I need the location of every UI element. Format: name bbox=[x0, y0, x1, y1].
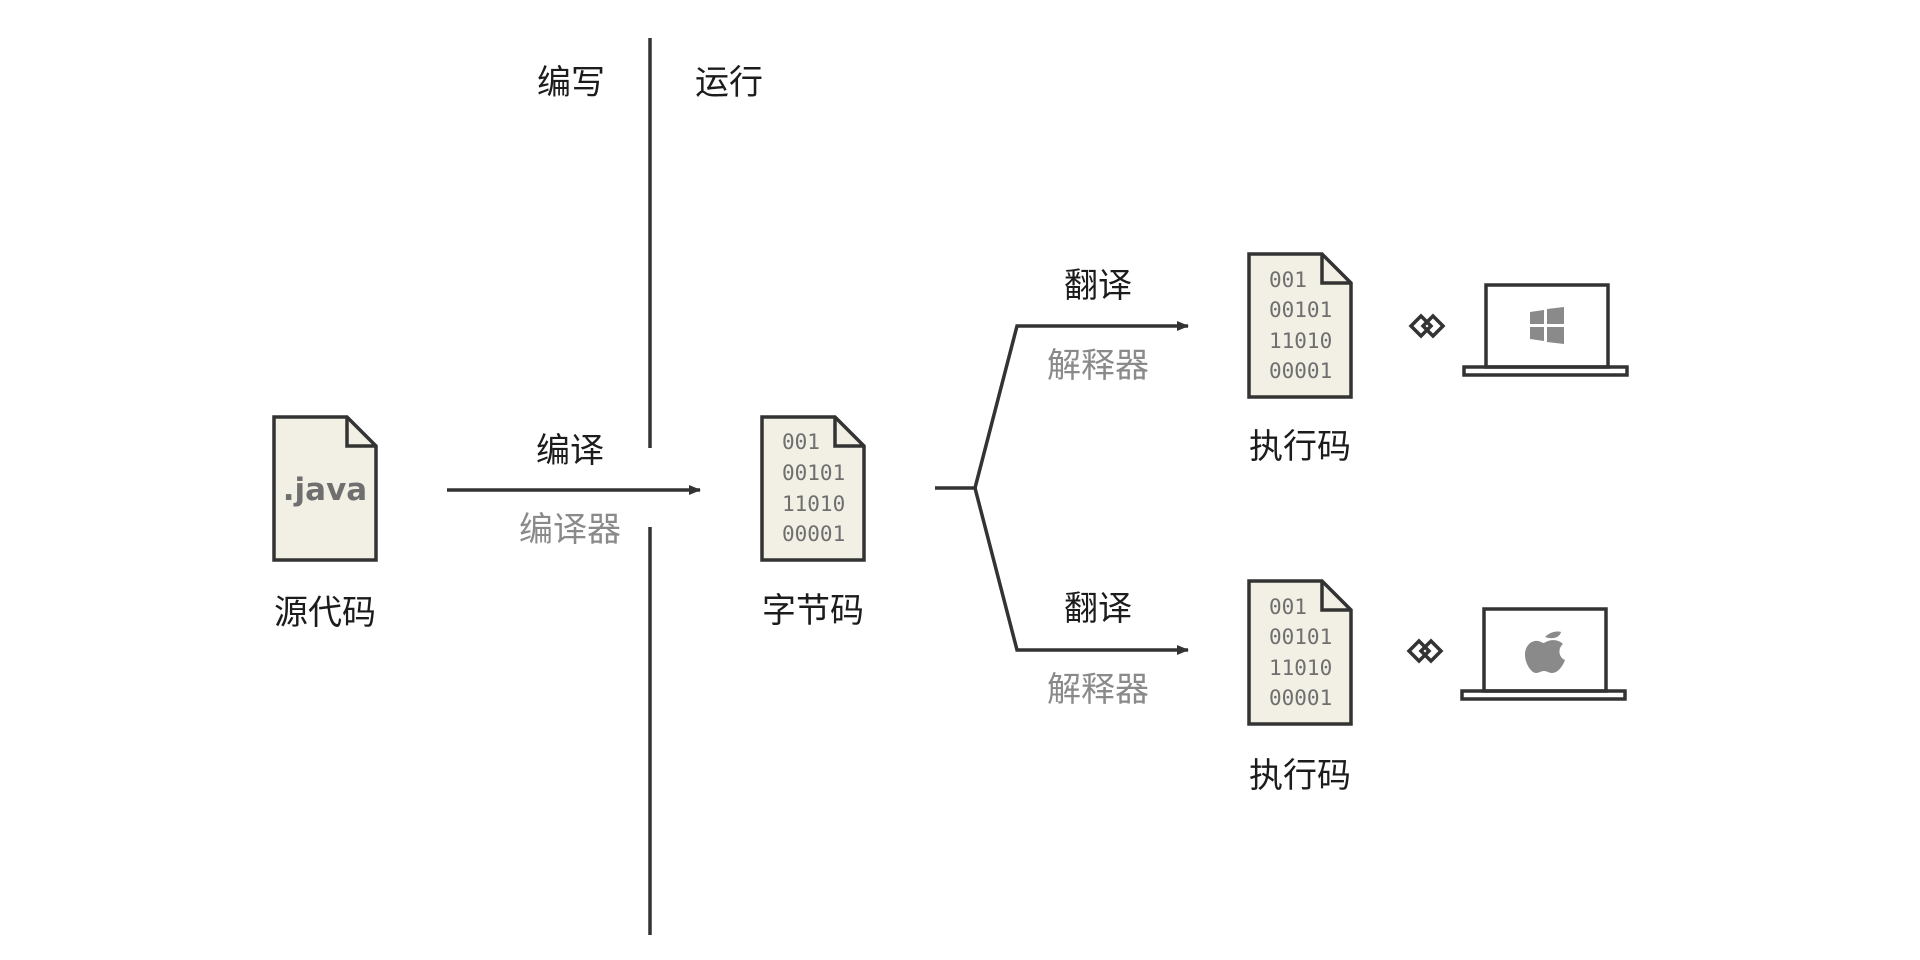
branch-connector bbox=[935, 321, 1189, 655]
binary-line: 00101 bbox=[1269, 625, 1332, 649]
compiler-label: 编译器 bbox=[519, 510, 621, 550]
translate-label-upper: 翻译 bbox=[1064, 266, 1132, 306]
mac-laptop-icon bbox=[1460, 607, 1627, 701]
interpreter-label-lower: 解释器 bbox=[1047, 670, 1149, 710]
binary-line: 11010 bbox=[1269, 329, 1332, 353]
compile-action-label: 编译 bbox=[536, 431, 604, 471]
bytecode-file-icon: 001 00101 11010 00001 bbox=[760, 415, 866, 562]
binary-line: 00001 bbox=[1269, 359, 1332, 383]
binary-line: 00001 bbox=[782, 522, 845, 546]
binary-line: 001 bbox=[782, 430, 820, 454]
link-icon bbox=[1408, 313, 1446, 339]
source-file-icon: .java bbox=[272, 415, 378, 562]
executable-code-label-upper: 执行码 bbox=[1249, 427, 1351, 467]
phase-run-label: 运行 bbox=[695, 63, 763, 103]
binary-line: 00101 bbox=[1269, 298, 1332, 322]
binary-line: 11010 bbox=[782, 492, 845, 516]
translate-label-lower: 翻译 bbox=[1064, 589, 1132, 629]
windows-laptop-icon bbox=[1462, 283, 1629, 377]
binary-line: 00001 bbox=[1269, 686, 1332, 710]
source-code-label: 源代码 bbox=[274, 593, 376, 633]
executable-file-icon-lower: 001 00101 11010 00001 bbox=[1247, 579, 1353, 726]
file-extension-label: .java bbox=[283, 472, 367, 508]
link-icon bbox=[1406, 638, 1444, 664]
binary-line: 11010 bbox=[1269, 656, 1332, 680]
interpreter-label-upper: 解释器 bbox=[1047, 346, 1149, 386]
binary-line: 00101 bbox=[782, 461, 845, 485]
binary-line: 001 bbox=[1269, 595, 1307, 619]
apple-logo-icon bbox=[1525, 631, 1565, 673]
executable-code-label-lower: 执行码 bbox=[1249, 756, 1351, 796]
bytecode-label: 字节码 bbox=[762, 591, 864, 631]
executable-file-icon-upper: 001 00101 11010 00001 bbox=[1247, 252, 1353, 399]
phase-write-label: 编写 bbox=[537, 63, 605, 103]
windows-logo-icon bbox=[1530, 307, 1564, 344]
binary-line: 001 bbox=[1269, 268, 1307, 292]
